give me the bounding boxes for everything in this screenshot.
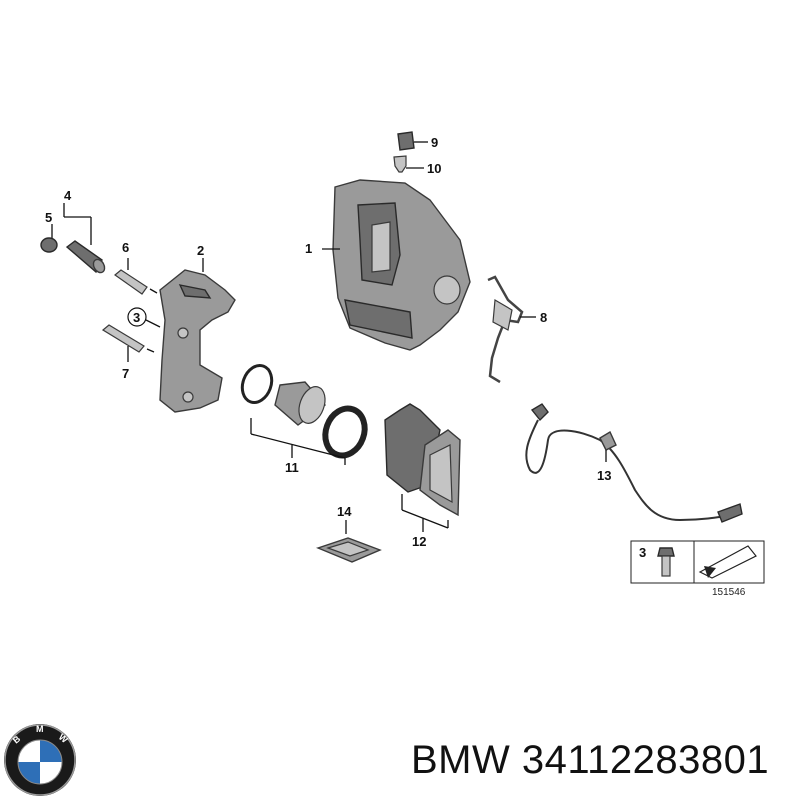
svg-text:M: M	[36, 724, 44, 734]
callout-14: 14	[337, 504, 352, 519]
grease-packet	[315, 537, 382, 563]
part-number-title: BMW 34112283801	[411, 738, 770, 782]
callout-13: 13	[597, 468, 611, 483]
callout-8: 8	[540, 310, 547, 325]
piston-seal	[240, 364, 274, 404]
callout-2: 2	[197, 243, 204, 258]
wear-sensor	[525, 403, 743, 523]
caliper-housing	[332, 179, 471, 351]
brake-pad-outer	[419, 429, 461, 517]
dust-cap	[40, 237, 58, 253]
dust-boot	[322, 405, 368, 459]
diagram-number: 151546	[712, 587, 746, 598]
direction-arrow-icon	[698, 545, 757, 579]
callout-1: 1	[305, 241, 312, 256]
callout-12: 12	[412, 534, 426, 549]
callout-6: 6	[122, 240, 129, 255]
callout-4: 4	[64, 188, 72, 203]
callout-11: 11	[285, 460, 299, 475]
callout-9: 9	[431, 135, 438, 150]
legend-box: 3 151546	[630, 540, 765, 598]
spring-clip	[487, 275, 524, 384]
guide-bolt-lower	[101, 324, 155, 353]
piston	[274, 381, 327, 426]
callout-3-circle	[127, 307, 147, 327]
bleeder-screw	[393, 155, 407, 173]
legend-callout-3: 3	[639, 545, 646, 560]
caliper-carrier	[159, 269, 236, 413]
callout-5: 5	[45, 210, 52, 225]
svg-text:B: B	[11, 733, 23, 745]
bmw-logo: B M W	[4, 724, 76, 796]
guide-bolt-upper	[114, 269, 158, 295]
callout-7: 7	[122, 366, 129, 381]
callout-3: 3	[133, 310, 140, 325]
bolt-icon	[657, 547, 675, 577]
callout-10: 10	[427, 161, 441, 176]
guide-sleeve	[65, 240, 106, 274]
bleeder-cap	[397, 131, 415, 151]
